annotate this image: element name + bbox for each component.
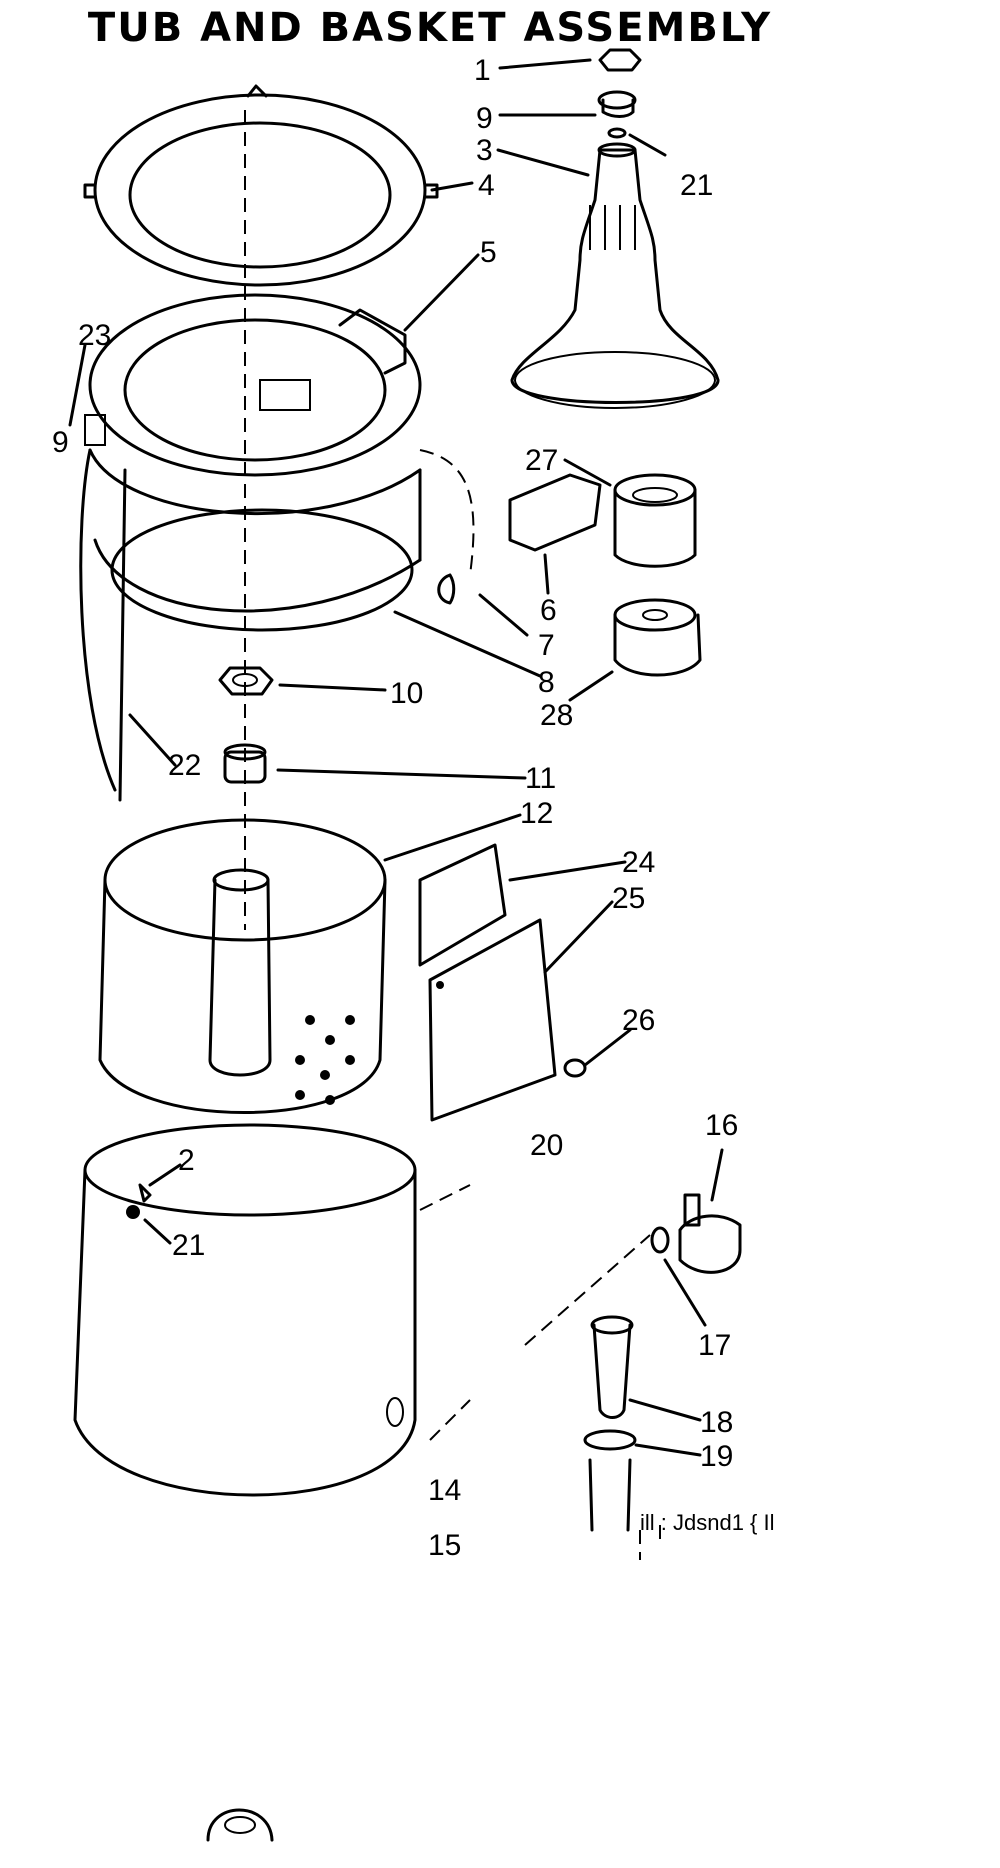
callout-4: 4 [478,169,495,202]
callout-22: 22 [168,749,201,782]
callout-27: 27 [525,444,558,477]
callout-21-bottom: 21 [172,1229,205,1262]
part-16-pump [678,1193,742,1274]
callout-14: 14 [428,1474,461,1507]
part-3-agitator [510,142,720,409]
callout-18: 18 [700,1406,733,1439]
callout-10: 10 [390,677,423,710]
part-27-drive-bell [613,473,697,568]
pointer-line-14 [429,1399,471,1441]
pointer-line-footer [639,1525,661,1560]
footer-code: ill : Jdsnd1 { Il [640,1510,775,1535]
callout-28: 28 [540,699,573,732]
callout-1: 1 [474,54,491,87]
part-18-tube [590,1315,634,1419]
callout-19: 19 [700,1440,733,1473]
callout-7: 7 [538,629,555,662]
callout-15: 15 [428,1529,461,1562]
hose-line [419,449,475,576]
callout-2: 2 [178,1144,195,1177]
part-2-screw [126,1183,152,1219]
part-24-shield [418,843,507,967]
part-17-clamp [650,1226,670,1254]
part-5-tub-cover [88,293,422,477]
callout-11: 11 [525,762,556,795]
callout-12: 12 [520,797,553,830]
part-22-outer-tub [79,414,422,802]
part-26-plug [563,1058,587,1078]
callout-21-top: 21 [680,169,713,202]
callout-16: 16 [705,1109,738,1142]
part-4-tub-ring [83,84,439,287]
callout-3: 3 [476,134,493,167]
callout-6: 6 [540,594,557,627]
callout-26: 26 [622,1004,655,1037]
callout-23: 23 [78,319,111,352]
callout-9: 9 [476,102,493,135]
part-7-clip [437,573,456,605]
part-21-washer-top [607,127,627,139]
part-28-cam [613,598,702,677]
part-11-hub [223,743,267,784]
part-25-panel [428,918,557,1122]
leader-lines [68,58,724,1457]
part-8-seal-ring [110,508,414,632]
callout-17: 17 [698,1329,731,1362]
part-20-cabinet-tub [73,1123,417,1497]
callout-20: 20 [530,1129,563,1162]
part-1-cap [598,48,642,72]
bottom-fitting [206,1808,274,1842]
callout-5: 5 [480,236,497,269]
diagram-title: TUB AND BASKET ASSEMBLY [87,5,773,51]
part-19-adapter [583,1429,637,1532]
part-12-basket [98,818,387,1114]
callout-25: 25 [612,882,645,915]
pointer-line-20 [419,1184,471,1211]
callout-8: 8 [538,666,555,699]
callout-9-left: 9 [52,426,69,459]
callout-24: 24 [622,846,655,879]
hose-line-pump [524,1234,651,1346]
part-6-bracket [508,473,602,552]
part-9-nut [597,90,637,118]
part-10-nut [218,666,274,696]
